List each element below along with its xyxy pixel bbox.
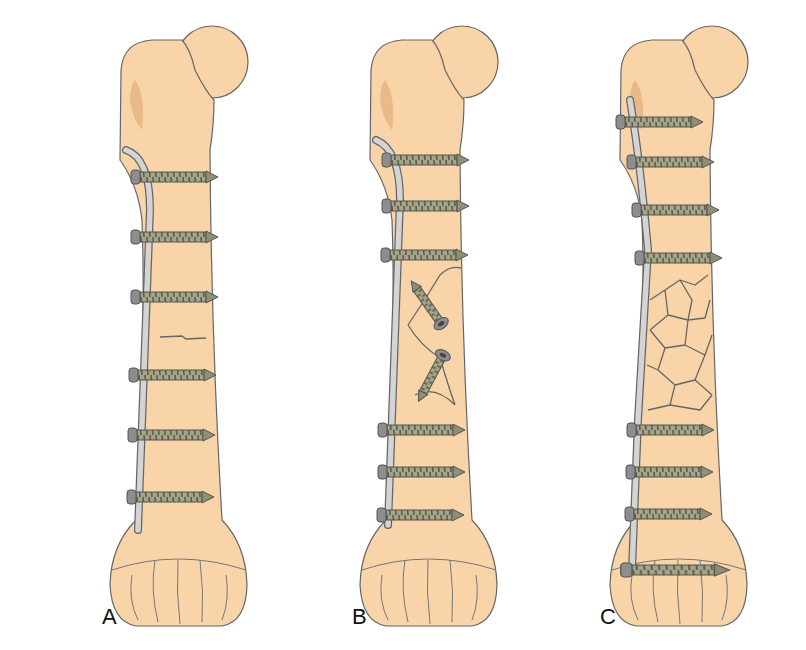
bone-screw	[625, 507, 712, 521]
bone-screw	[382, 153, 469, 167]
bone-screw	[131, 170, 218, 184]
bone-screw	[616, 115, 703, 129]
panel-letter: A	[102, 606, 117, 628]
bone-screw	[632, 203, 719, 217]
bone-plate	[630, 100, 648, 570]
femur-b	[360, 26, 498, 626]
femur-bone	[610, 26, 748, 626]
bone-screw	[131, 290, 218, 304]
bone-screw	[626, 465, 713, 479]
bone-screw	[378, 465, 465, 479]
lag-screw	[411, 347, 452, 405]
bone-screw	[627, 155, 714, 169]
femur-a	[110, 26, 248, 626]
bone-screw	[127, 490, 214, 504]
femur-c	[610, 26, 748, 626]
bone-screw	[129, 368, 216, 382]
lag-screw	[405, 276, 451, 332]
femur-bone	[360, 26, 498, 626]
bone-screw	[382, 199, 469, 213]
panel-letter: C	[600, 606, 616, 628]
transverse-fracture	[160, 336, 206, 339]
bone-screw	[635, 251, 722, 265]
bone-screw	[131, 230, 218, 244]
panel-letter: B	[352, 606, 367, 628]
bone-plate	[630, 100, 648, 570]
femur-bone	[110, 26, 248, 626]
bone-screw	[621, 563, 730, 577]
bone-screw	[128, 428, 215, 442]
bone-plate	[126, 150, 150, 530]
bone-screw	[627, 423, 714, 437]
bone-plate	[126, 150, 150, 530]
bone-screw	[378, 423, 465, 437]
bone-screw	[377, 508, 464, 522]
bone-screw	[381, 248, 468, 262]
comminuted-fracture	[647, 275, 712, 410]
